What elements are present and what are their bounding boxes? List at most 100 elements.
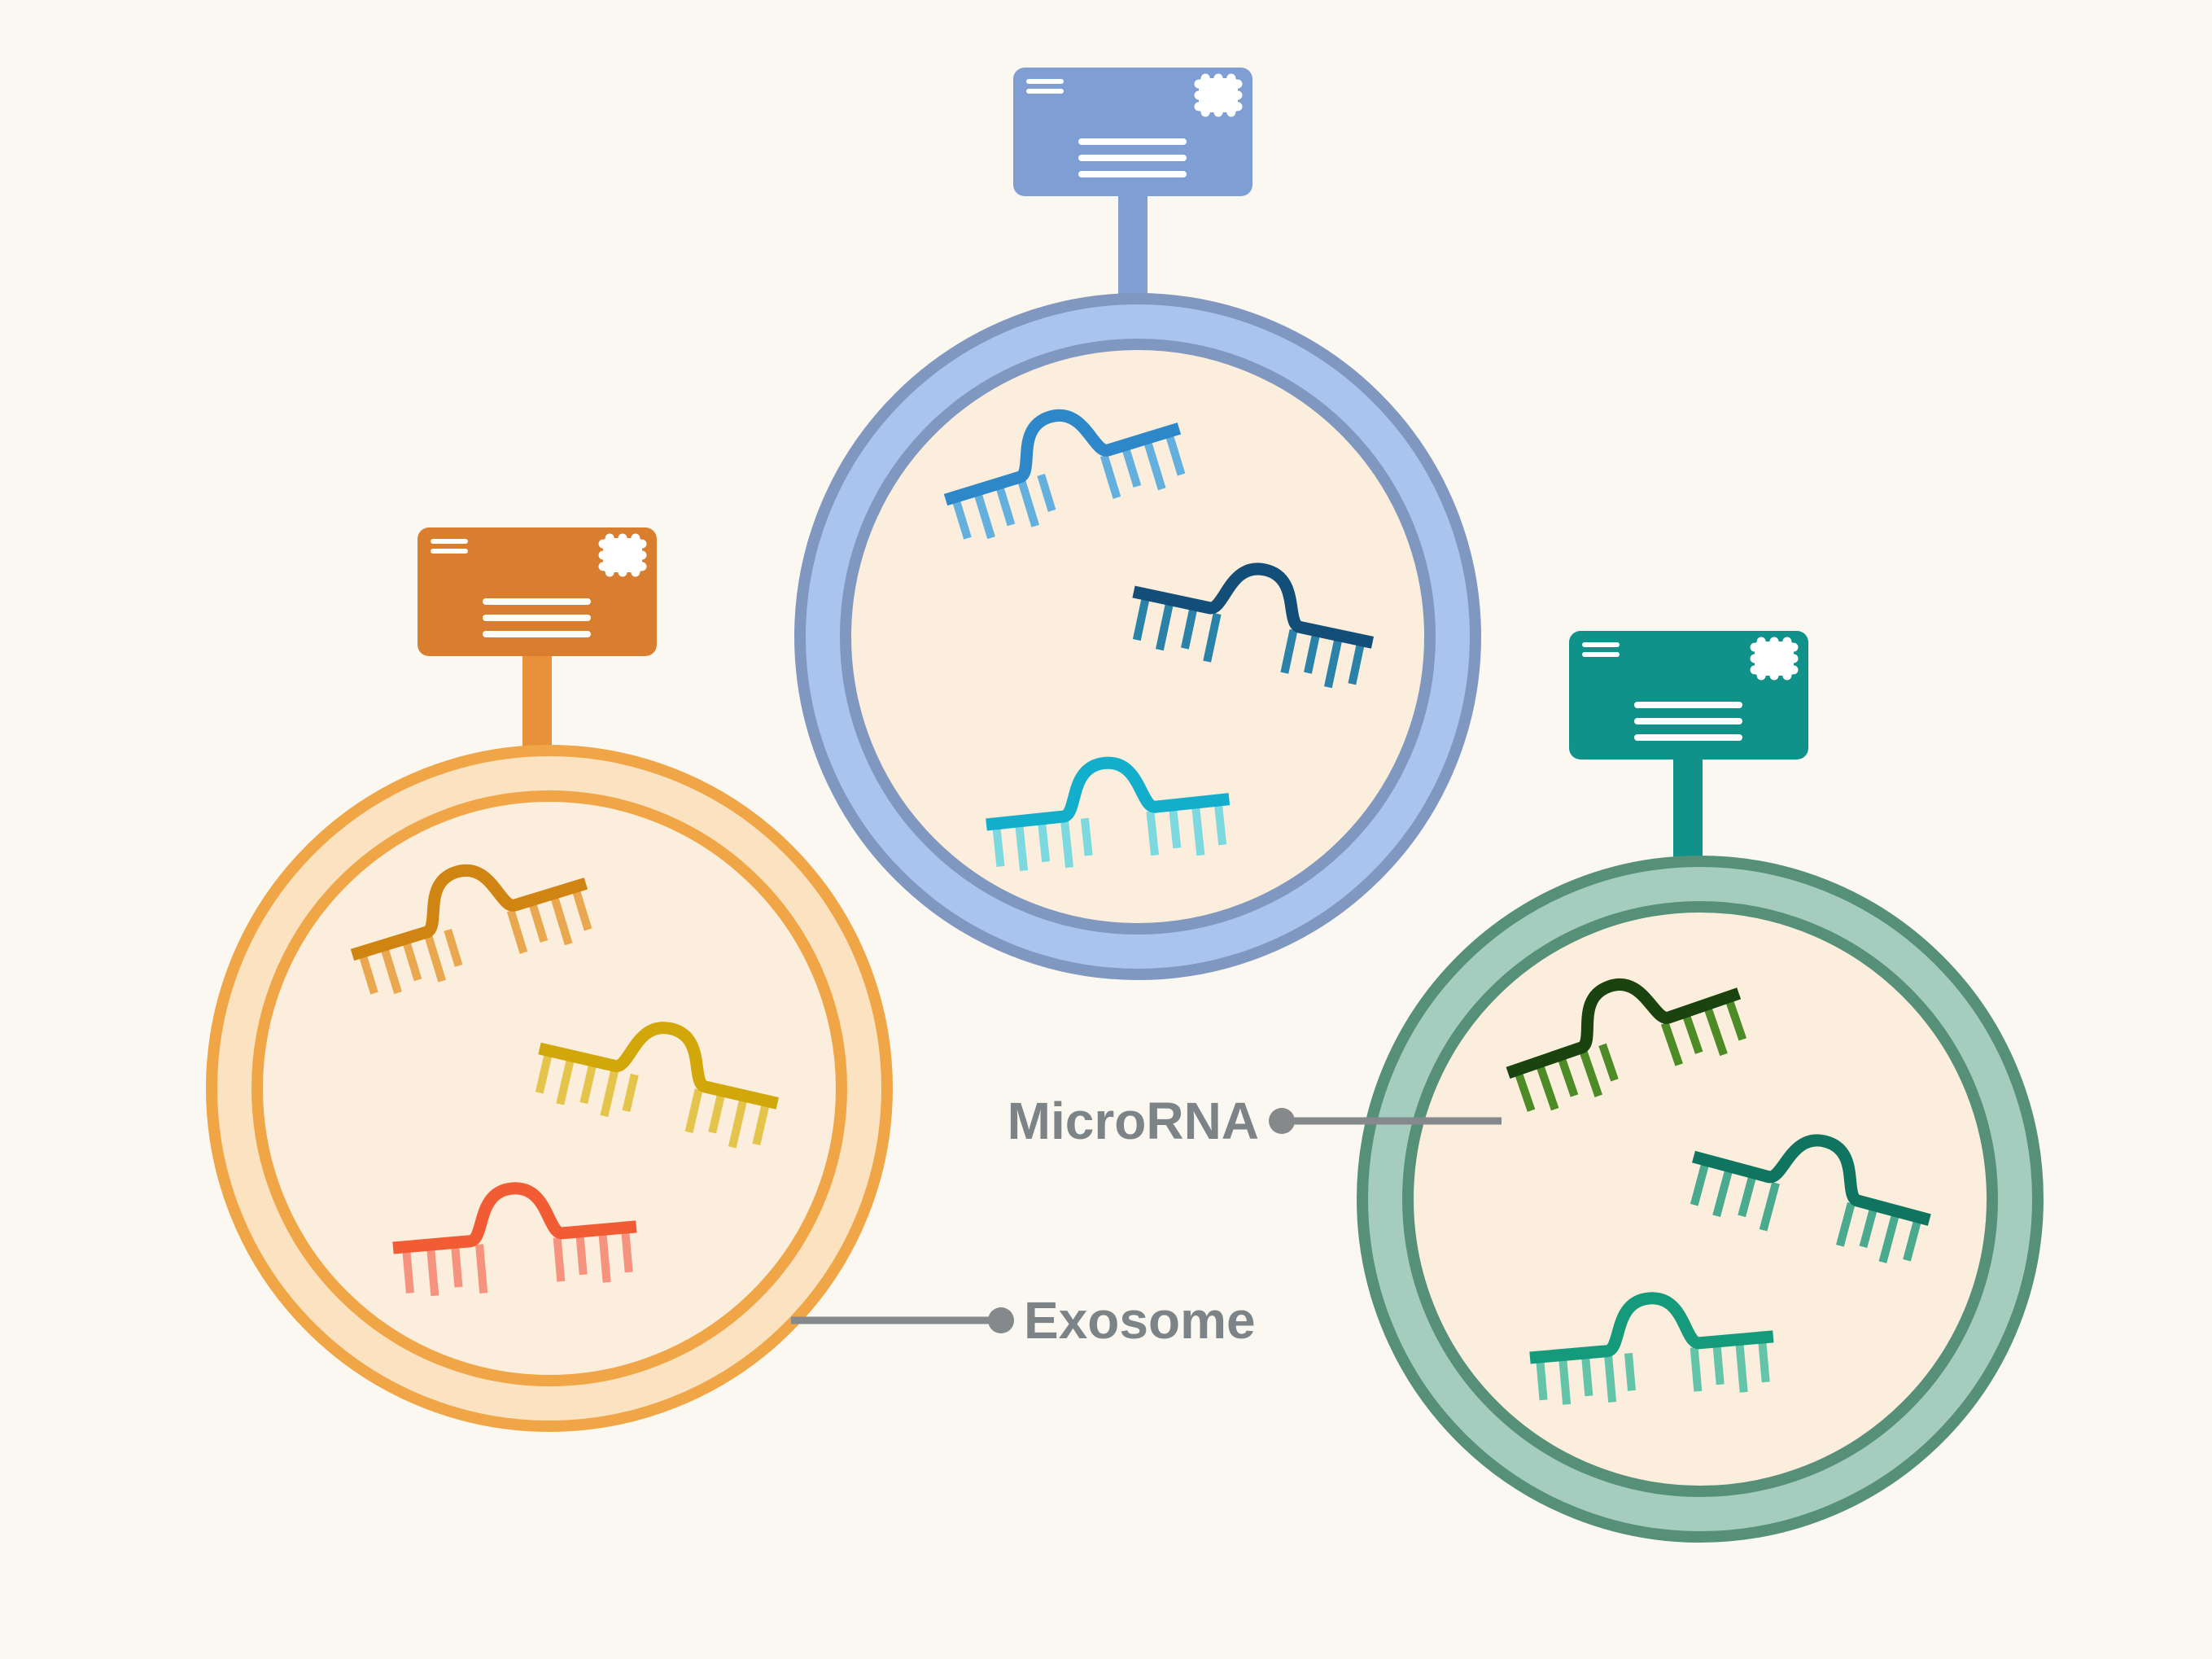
blue-exosome — [794, 68, 1481, 980]
microrna-tooth — [359, 954, 378, 995]
microrna-tooth — [528, 903, 549, 943]
exosome-label: Exosome — [1024, 1291, 1256, 1350]
envelope-corner-line — [1026, 89, 1064, 94]
microrna-tooth — [1165, 434, 1186, 476]
envelope-body — [417, 527, 657, 656]
envelope-body — [1013, 68, 1252, 196]
stamp-scallop — [637, 550, 647, 560]
microrna-tooth — [402, 1250, 414, 1293]
microrna-tooth — [1121, 448, 1142, 488]
envelope-body — [1569, 631, 1808, 759]
microrna-tooth — [475, 1244, 488, 1293]
microrna-tooth — [444, 928, 463, 967]
stamp-base — [1199, 78, 1238, 112]
microrna-tooth — [1712, 1169, 1733, 1218]
microrna-icon — [1690, 1134, 1931, 1263]
microrna-tooth — [600, 1069, 619, 1118]
stamp-scallop — [1756, 671, 1766, 681]
stamp-scallop — [1226, 107, 1236, 117]
microrna-tooth — [995, 486, 1016, 527]
exosomes-layer — [206, 68, 2044, 1543]
stamp-scallop — [1200, 107, 1210, 117]
stamp-scallop — [631, 533, 640, 543]
microrna-tooth — [1304, 633, 1320, 674]
stamp-scallop — [1233, 90, 1243, 100]
microrna-tooth — [550, 895, 573, 946]
microrna-tooth — [973, 492, 995, 540]
microrna-icon — [1506, 978, 1747, 1112]
microrna-tooth — [1080, 817, 1093, 856]
microrna-tooth — [598, 1233, 611, 1283]
microrna-tooth — [1280, 628, 1298, 674]
stamp-icon — [1194, 73, 1243, 117]
microrna-tooth — [1690, 1346, 1703, 1392]
microrna-tooth — [556, 1058, 575, 1105]
stamp-scallop — [1750, 642, 1760, 652]
stamp-scallop — [605, 533, 614, 543]
microrna-tooth — [1146, 811, 1160, 856]
microrna-tooth — [1348, 643, 1365, 685]
microrna-icon — [350, 864, 592, 995]
labels-layer: MicroRNA Exosome — [791, 1092, 1502, 1350]
microrna-icon — [1132, 562, 1375, 689]
stamp-scallop — [618, 567, 627, 577]
microrna-tooth — [1598, 1043, 1619, 1082]
microrna-tooth — [575, 1235, 588, 1276]
microrna-tooth — [1191, 806, 1205, 856]
microrna-tooth — [1735, 1343, 1748, 1393]
stamp-scallop — [1200, 73, 1210, 83]
envelope-address-line — [1078, 171, 1187, 177]
envelope-address-line — [483, 598, 591, 605]
microrna-strand — [538, 1022, 779, 1110]
microrna-tooth — [1156, 602, 1174, 651]
microrna-annotation: MicroRNA — [1008, 1092, 1502, 1150]
stamp-scallop — [598, 550, 608, 560]
stamp-scallop — [605, 567, 614, 577]
envelope-icon — [1013, 68, 1252, 196]
envelope-icon — [1569, 631, 1808, 759]
microrna-strand — [392, 1182, 637, 1254]
microrna-tooth — [1017, 479, 1040, 527]
microrna-tooth — [1660, 1022, 1683, 1066]
microrna-tooth — [1738, 1175, 1756, 1218]
envelope-stalk — [522, 654, 552, 757]
stamp-scallop — [1750, 665, 1760, 675]
microrna-tooth — [621, 1231, 633, 1273]
microrna-tooth — [1878, 1214, 1899, 1263]
stamp-scallop — [1750, 654, 1760, 663]
microrna-tooth — [1323, 638, 1343, 689]
microrna-strand — [1132, 562, 1375, 649]
stamp-scallop — [1194, 102, 1204, 112]
envelope-corner-line — [1582, 652, 1620, 657]
microrna-tooth — [1536, 1360, 1548, 1401]
microrna-tooth — [1725, 999, 1747, 1041]
microrna-tooth — [1690, 1162, 1709, 1206]
envelope-corner-line — [1026, 79, 1064, 84]
microrna-tooth — [402, 941, 422, 982]
microrna-tooth — [1758, 1341, 1770, 1383]
stamp-scallop — [1226, 73, 1236, 83]
stamp-scallop — [1782, 671, 1792, 681]
stamp-scallop — [1769, 637, 1779, 646]
stamp-scallop — [1756, 637, 1766, 646]
stamp-scallop — [1782, 637, 1792, 646]
envelope-address-line — [483, 631, 591, 637]
envelope-stalk — [1673, 758, 1703, 868]
microrna-tooth — [579, 1064, 597, 1105]
microrna-icon — [1529, 1292, 1774, 1405]
microrna-tooth — [1604, 1355, 1617, 1403]
microrna-tooth — [1037, 473, 1056, 512]
envelope-corner-line — [431, 539, 468, 544]
microrna-tooth — [553, 1237, 566, 1282]
microrna-tooth — [728, 1098, 748, 1149]
envelope-address-line — [1078, 155, 1187, 161]
microrna-tooth — [1213, 803, 1227, 846]
stamp-scallop — [618, 533, 627, 543]
microrna-tooth — [535, 1053, 553, 1094]
microrna-tooth — [1859, 1208, 1878, 1249]
microrna-tooth — [1903, 1219, 1921, 1262]
microrna-leader-dot — [1269, 1108, 1295, 1134]
microrna-tooth — [1712, 1345, 1725, 1385]
microrna-tooth — [1060, 820, 1074, 869]
envelope-address-line — [1078, 138, 1187, 145]
